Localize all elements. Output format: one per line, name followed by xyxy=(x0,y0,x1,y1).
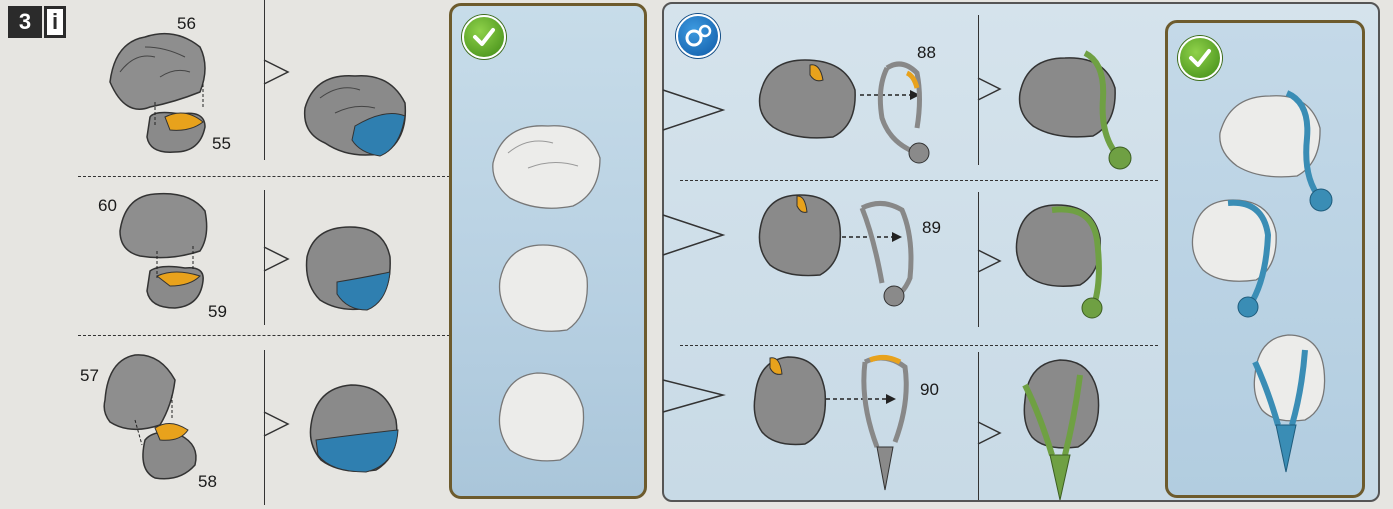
row-divider xyxy=(78,335,450,336)
row-divider xyxy=(680,180,1158,181)
step-arrow-icon xyxy=(264,412,294,442)
rock-piece-top xyxy=(115,186,215,316)
rock-piece-top xyxy=(100,350,210,485)
step-arrow-icon xyxy=(978,78,1004,104)
step-badge: 3 i xyxy=(8,6,66,38)
info-icon: i xyxy=(44,6,66,38)
rock-assembly xyxy=(755,55,860,140)
completed-rock xyxy=(495,368,587,466)
part-number: 57 xyxy=(80,366,99,386)
rock-assembly xyxy=(755,190,845,280)
rope-piece xyxy=(845,352,920,494)
rope-piece xyxy=(852,198,922,310)
assembled-rock xyxy=(306,380,402,476)
part-number: 55 xyxy=(212,134,231,154)
row-divider xyxy=(78,176,450,177)
step-arrow-icon xyxy=(264,60,294,90)
part-number: 60 xyxy=(98,196,117,216)
part-number: 56 xyxy=(177,14,196,34)
step-arrow-icon xyxy=(264,247,294,277)
rock-piece-top xyxy=(105,22,215,162)
step-arrow-icon xyxy=(978,422,1004,448)
check-icon xyxy=(1178,36,1222,80)
final-rock xyxy=(1188,195,1288,320)
part-number: 58 xyxy=(198,472,217,492)
step-arrow-icon xyxy=(978,250,1004,276)
rock-assembly xyxy=(750,352,830,452)
rope-piece xyxy=(872,58,952,173)
gear-icon xyxy=(676,14,720,58)
final-rock xyxy=(1240,330,1330,475)
completed-rock xyxy=(495,240,593,335)
step-number: 3 xyxy=(8,6,42,38)
assembled-rope-rock xyxy=(1012,200,1117,325)
assembled-rock xyxy=(302,222,394,314)
assembled-rope-rock xyxy=(1010,355,1110,505)
assembled-rope-rock xyxy=(1015,48,1140,173)
panel-notches xyxy=(663,90,725,420)
row-divider xyxy=(680,345,1158,346)
part-number: 90 xyxy=(920,380,939,400)
part-number: 59 xyxy=(208,302,227,322)
part-number: 89 xyxy=(922,218,941,238)
assembled-rock xyxy=(300,68,410,160)
completed-rock xyxy=(488,118,606,213)
part-number: 88 xyxy=(917,43,936,63)
check-icon xyxy=(462,15,506,59)
